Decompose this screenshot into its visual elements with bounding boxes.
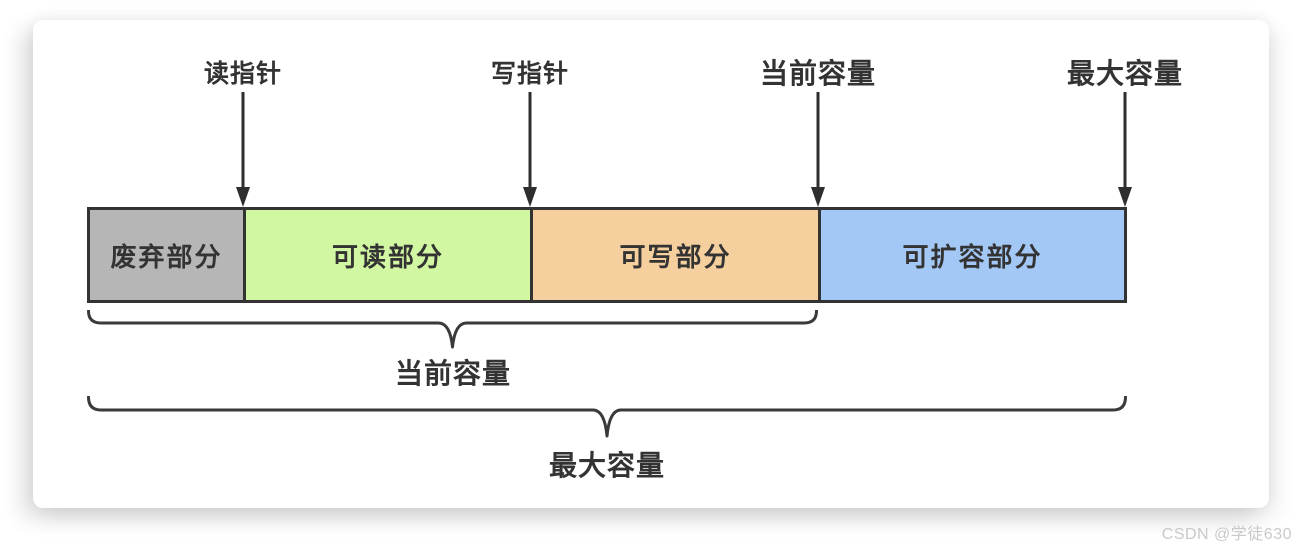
read-pointer-arrow-icon xyxy=(236,92,250,207)
segment-readable: 可读部分 xyxy=(243,210,530,300)
buffer-diagram-card: 读指针 写指针 当前容量 最大容量 废弃部分 可读部分 可写部分 可扩容部分 xyxy=(33,20,1269,508)
segment-discarded: 废弃部分 xyxy=(90,210,243,300)
segment-expandable: 可扩容部分 xyxy=(818,210,1124,300)
segment-writable: 可写部分 xyxy=(530,210,818,300)
current-capacity-arrow-icon xyxy=(811,92,825,207)
buffer-bar: 废弃部分 可读部分 可写部分 可扩容部分 xyxy=(87,207,1127,303)
max-capacity-pointer-label: 最大容量 xyxy=(1066,58,1183,89)
segment-readable-label: 可读部分 xyxy=(331,241,444,272)
read-pointer-label: 读指针 xyxy=(203,60,282,88)
max-capacity-brace-label: 最大容量 xyxy=(548,450,665,481)
max-capacity-arrow-icon xyxy=(1118,92,1132,207)
current-capacity-brace xyxy=(87,310,818,349)
write-pointer-label: 写指针 xyxy=(490,60,569,88)
current-capacity-pointer-label: 当前容量 xyxy=(759,58,876,89)
segment-expandable-label: 可扩容部分 xyxy=(902,241,1043,272)
max-capacity-brace xyxy=(87,396,1127,438)
segment-discarded-label: 废弃部分 xyxy=(110,241,223,272)
write-pointer-arrow-icon xyxy=(523,92,537,207)
current-capacity-brace-label: 当前容量 xyxy=(394,358,511,389)
watermark: CSDN @学徒630 xyxy=(1161,526,1292,543)
segment-writable-label: 可写部分 xyxy=(619,241,732,272)
